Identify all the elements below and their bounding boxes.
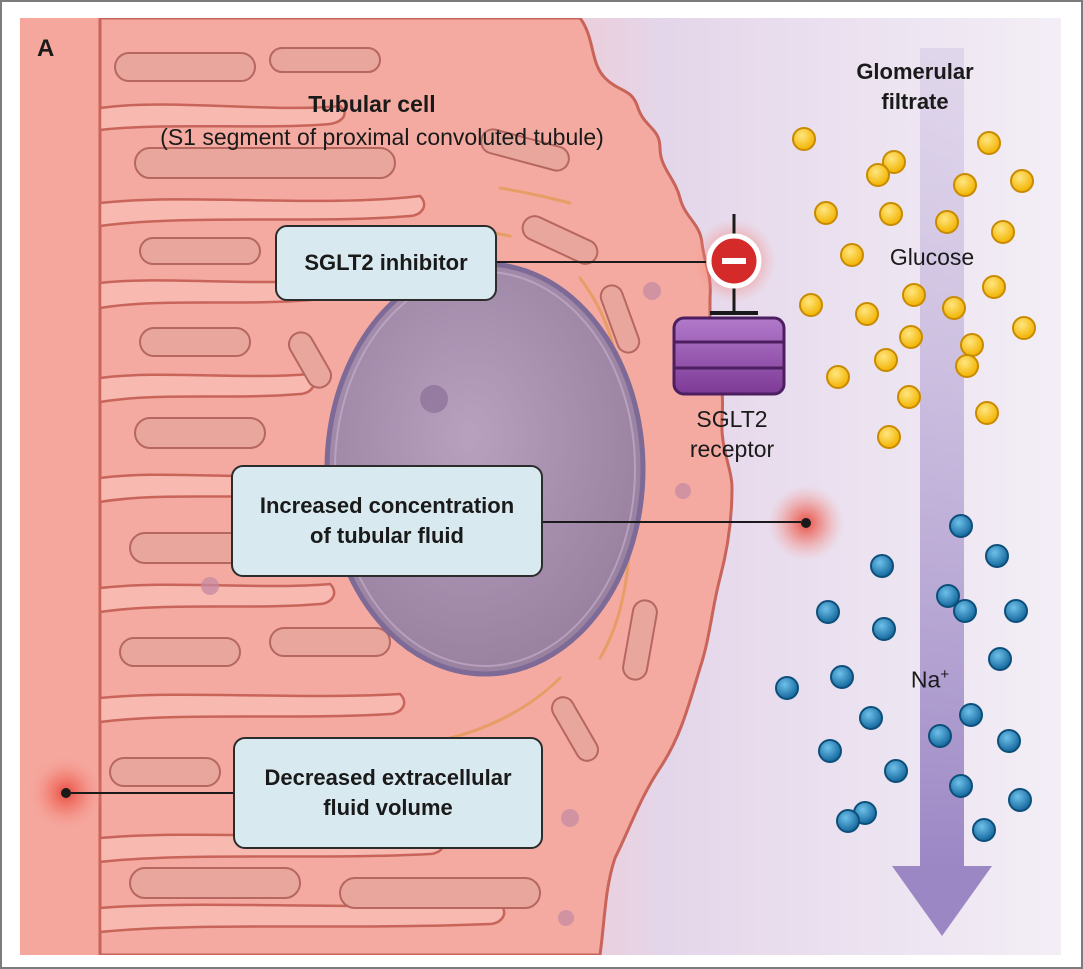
cell-title-text: Tubular cell [308,91,436,117]
inhibitor-symbol [692,214,776,315]
callout-concentration-line2: of tubular fluid [310,523,464,548]
callout-extracellular-volume: Decreased extracellular fluid volume [233,737,543,849]
callout-sglt2-inhibitor-text: SGLT2 inhibitor [304,250,468,275]
leader-lines [71,261,801,794]
receptor-label-line2: receptor [689,436,775,462]
panel-letter: A [37,35,55,62]
mitochondria [109,47,658,909]
sglt2-receptor [672,316,786,396]
sodium-symbol: Na [910,666,941,693]
nucleolus [420,385,448,413]
callout-sglt2-inhibitor: SGLT2 inhibitor [275,225,497,301]
callout-volume-line2: fluid volume [323,795,453,820]
glucose-label: Glucose [889,244,975,270]
filtrate-label: Glomerular filtrate [840,57,990,117]
cell-title: Tubular cell [232,89,512,119]
receptor-label-line1: SGLT2 [696,406,768,432]
receptor-label: SGLT2 receptor [662,404,802,464]
filtrate-label-line1: Glomerular [856,59,974,84]
callout-concentration-line1: Increased concentration [259,493,515,518]
glucose-molecules [792,127,1036,449]
tubular-fluid-dot [801,518,811,528]
vesicles [201,282,691,926]
basolateral-folds [98,103,506,934]
sodium-charge: + [940,666,950,683]
cell-subtitle: (S1 segment of proximal convoluted tubul… [112,122,652,152]
filtrate-label-line2: filtrate [881,89,949,114]
cell-subtitle-text: (S1 segment of proximal convoluted tubul… [160,124,604,150]
sodium-ions [775,514,1032,842]
callout-volume-line1: Decreased extracellular [264,765,512,790]
callout-tubular-concentration: Increased concentration of tubular fluid [231,465,543,577]
sodium-label: Na+ [890,660,970,695]
extracellular-dot [61,788,71,798]
